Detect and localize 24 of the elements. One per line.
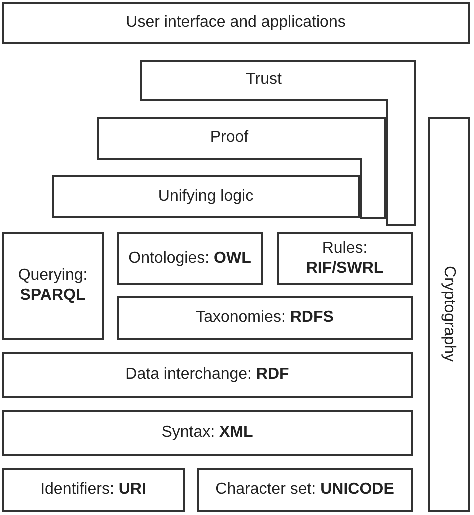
layer-label: Cryptography xyxy=(440,266,459,363)
layer-block xyxy=(428,117,470,512)
layer-label: Identifiers: URI xyxy=(40,480,146,500)
layer-block xyxy=(2,2,470,44)
layer-block xyxy=(2,352,413,398)
layer-label: Rules: RIF/SWRL xyxy=(305,238,385,278)
layer-block xyxy=(2,468,185,512)
layer-label: Unifying logic xyxy=(158,186,254,206)
layer-label: Ontologies: OWL xyxy=(128,248,252,268)
layer-block xyxy=(277,232,413,285)
layer-label: Data interchange: RDF xyxy=(126,365,290,385)
layer-block xyxy=(197,468,413,512)
layer-block xyxy=(2,232,104,340)
layer-block xyxy=(52,175,360,218)
layer-label: Character set: UNICODE xyxy=(216,480,394,500)
layer-block xyxy=(2,410,413,456)
layer-label: Trust xyxy=(246,70,282,90)
layer-label: Proof xyxy=(210,128,249,148)
layer-label: Syntax: XML xyxy=(162,423,254,443)
layer-label: User interface and applications xyxy=(126,13,346,33)
layer-block xyxy=(117,296,413,340)
layer-block xyxy=(117,232,263,285)
layer-label: Taxonomies: RDFS xyxy=(196,308,334,328)
layer-label: Querying: SPARQL xyxy=(17,266,89,306)
